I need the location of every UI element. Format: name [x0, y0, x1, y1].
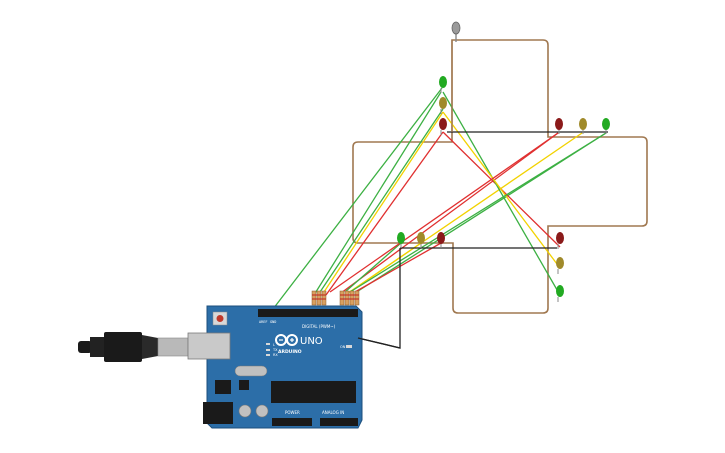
wire-yellow-north: [317, 108, 444, 296]
led-rx-label: RX: [273, 353, 278, 357]
traffic-light-south[interactable]: [556, 232, 564, 302]
traffic-light-west[interactable]: [397, 232, 445, 248]
wire-yellow-north-2: [321, 111, 444, 296]
led-red-south: [556, 232, 564, 244]
wire-yellow-cross-1: [442, 111, 561, 269]
digital-label: DIGITAL (PWM~): [302, 324, 336, 329]
wire-green-north: [269, 87, 443, 314]
capacitor-2: [255, 404, 269, 418]
voltage-regulator: [215, 380, 231, 394]
led-red-north: [439, 118, 447, 130]
led-l-label: L: [273, 343, 275, 347]
board-name: UNO: [300, 336, 323, 347]
wire-green-west: [344, 242, 402, 293]
led-green-south: [556, 285, 564, 297]
led-red-east: [555, 118, 563, 130]
led-yellow-north: [439, 97, 447, 109]
wire-red-north: [325, 131, 444, 296]
wire-black-board[interactable]: [357, 337, 401, 349]
wire-yellow-west: [349, 242, 422, 293]
traffic-light-north[interactable]: [439, 76, 447, 135]
power-header[interactable]: [272, 418, 312, 426]
led-yellow-east: [579, 118, 587, 130]
analog-label: ANALOG IN: [322, 410, 344, 415]
wire-green-cross-1: [442, 91, 561, 296]
aref-label: AREF: [259, 320, 267, 324]
wire-red-long: [329, 132, 559, 293]
wire-green-north-2: [313, 91, 442, 296]
led-tx-label: TX: [272, 348, 278, 352]
led-red-west: [437, 232, 445, 244]
power-jack[interactable]: [203, 402, 233, 424]
power-label: POWER: [285, 410, 300, 415]
wire-red-east: [340, 132, 559, 294]
road-outline: [352, 39, 648, 314]
crystal: [234, 365, 268, 377]
analog-header[interactable]: [320, 418, 358, 426]
arduino-logo-icon: [275, 334, 298, 346]
gnd-label: GND: [270, 320, 276, 324]
usb-port[interactable]: [187, 332, 231, 360]
atmega-chip: [271, 381, 356, 403]
usb-chip: [239, 380, 249, 390]
led-green-east: [602, 118, 610, 130]
board-brand: ARDUINO: [278, 349, 302, 355]
light-sensor[interactable]: [451, 21, 461, 42]
arduino-uno-board[interactable]: UNO ARDUINO DIGITAL (PWM~) POWER ANALOG …: [187, 305, 363, 429]
led-green-north: [439, 76, 447, 88]
wire-green-long: [349, 132, 607, 293]
resistors[interactable]: [311, 290, 360, 306]
resistor-group-2: [339, 290, 360, 306]
traffic-light-east[interactable]: [555, 118, 610, 134]
usb-cable[interactable]: [78, 332, 189, 362]
on-label: ON: [340, 345, 346, 349]
capacitor-1: [238, 404, 252, 418]
wire-red-west: [354, 242, 442, 293]
resistor-group-1: [311, 290, 327, 306]
led-green-west: [397, 232, 405, 244]
digital-header[interactable]: [258, 309, 358, 317]
led-yellow-west: [417, 232, 425, 244]
led-yellow-south: [556, 257, 564, 269]
